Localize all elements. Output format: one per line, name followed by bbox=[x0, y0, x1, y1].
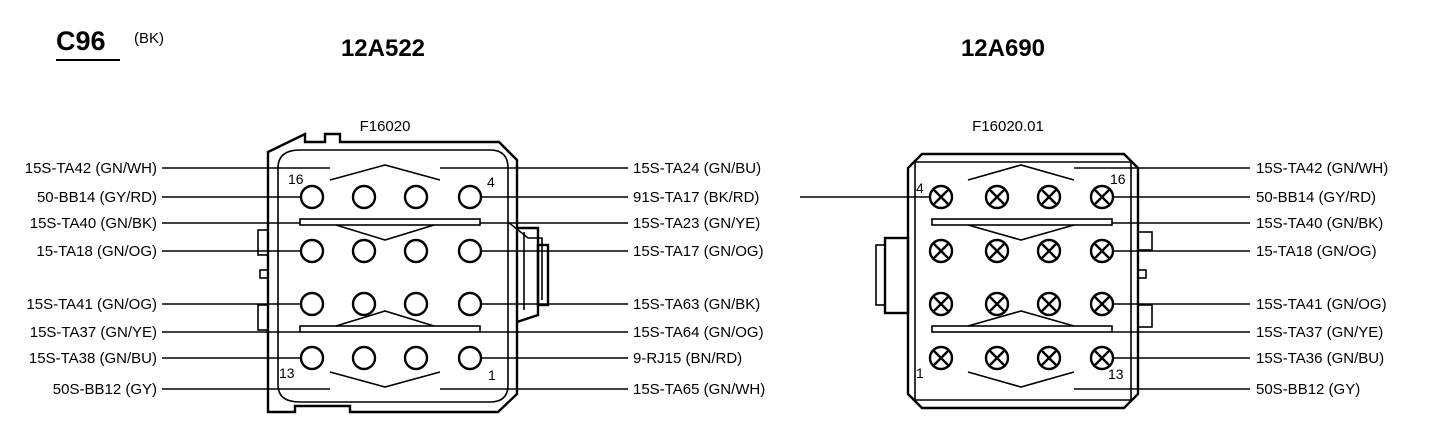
left-pin-cavity bbox=[403, 291, 429, 317]
wire-label: 15S-TA63 (GN/BK) bbox=[633, 296, 760, 313]
left-pin-cavity bbox=[457, 291, 483, 317]
left-pin-cavity bbox=[403, 345, 429, 371]
wire-label: 15S-TA40 (GN/BK) bbox=[30, 215, 157, 232]
right-pin-cavity bbox=[928, 184, 954, 210]
right-pin-cavity bbox=[984, 345, 1010, 371]
wire-label: 15S-TA42 (GN/WH) bbox=[25, 160, 157, 177]
wire-label: 50S-BB12 (GY) bbox=[1256, 381, 1360, 398]
wire-label: 15S-TA37 (GN/YE) bbox=[30, 324, 157, 341]
right-pin-cavity bbox=[1036, 345, 1062, 371]
wire-label: 9-RJ15 (BN/RD) bbox=[633, 350, 742, 367]
right-pin-cavity bbox=[1036, 184, 1062, 210]
left-pin-cavity bbox=[403, 238, 429, 264]
wire-label: 15S-TA38 (GN/BU) bbox=[29, 350, 157, 367]
left-pin-first-number: 16 bbox=[288, 171, 304, 187]
right-pin-cavity bbox=[928, 291, 954, 317]
right-pin-cavities bbox=[928, 184, 1115, 371]
right-pin-cavity bbox=[1036, 238, 1062, 264]
right-pin-cavity bbox=[1089, 184, 1115, 210]
right-pin-cavity bbox=[984, 238, 1010, 264]
left-pin-cavity bbox=[351, 345, 377, 371]
left-pin-cavity bbox=[299, 184, 325, 210]
left-pin-cavity bbox=[299, 238, 325, 264]
left-pin-cavity bbox=[299, 291, 325, 317]
wire-label: 15-TA18 (GN/OG) bbox=[36, 243, 157, 260]
left-pin-cavity bbox=[351, 184, 377, 210]
right-pin-left-bottom-number: 1 bbox=[916, 365, 924, 381]
right-pin-right-top-number: 16 bbox=[1110, 171, 1126, 187]
wire-leaders: 15S-TA42 (GN/WH) 50-BB14 (GY/RD) 15S-TA40 … bbox=[25, 160, 1389, 398]
right-pin-cavity bbox=[1089, 238, 1115, 264]
left-pin-cavity bbox=[299, 345, 325, 371]
wire-label: 15S-TA41 (GN/OG) bbox=[1256, 296, 1387, 313]
connector-color: (BK) bbox=[134, 30, 164, 47]
wire-label: 15S-TA41 (GN/OG) bbox=[26, 296, 157, 313]
wire-label: 15S-TA42 (GN/WH) bbox=[1256, 160, 1388, 177]
left-pin-cavity bbox=[351, 291, 377, 317]
left-pin-cavity bbox=[457, 184, 483, 210]
wire-label: 91S-TA17 (BK/RD) bbox=[633, 189, 759, 206]
right-pin-cavity bbox=[1089, 291, 1115, 317]
left-pin-cavity bbox=[457, 345, 483, 371]
right-connector-code: F16020.01 bbox=[972, 118, 1044, 135]
left-part-number: 12A522 bbox=[341, 35, 425, 62]
left-pin-cavity bbox=[457, 238, 483, 264]
wire-label: 50S-BB12 (GY) bbox=[53, 381, 157, 398]
wire-label: 50-BB14 (GY/RD) bbox=[1256, 189, 1376, 206]
left-pin-cavity bbox=[351, 238, 377, 264]
left-pin-left-bottom-number: 13 bbox=[279, 365, 295, 381]
left-pin-last-number: 1 bbox=[488, 367, 496, 383]
wire-label: 15S-TA17 (GN/OG) bbox=[633, 243, 764, 260]
right-connector-housing bbox=[875, 152, 1153, 410]
right-pin-cavity bbox=[1036, 291, 1062, 317]
right-pin-cavity bbox=[928, 345, 954, 371]
wire-label: 15S-TA23 (GN/YE) bbox=[633, 215, 760, 232]
right-part-number: 12A690 bbox=[961, 35, 1045, 62]
wire-label: 15S-TA40 (GN/BK) bbox=[1256, 215, 1383, 232]
right-pin-cavity bbox=[1089, 345, 1115, 371]
left-connector-code: F16020 bbox=[360, 118, 411, 135]
wire-label: 15S-TA24 (GN/BU) bbox=[633, 160, 761, 177]
left-connector-housing bbox=[257, 132, 550, 414]
left-pin-right-top-number: 4 bbox=[487, 174, 495, 190]
wire-label: 15S-TA37 (GN/YE) bbox=[1256, 324, 1383, 341]
wire-label: 15S-TA65 (GN/WH) bbox=[633, 381, 765, 398]
connector-name: C96 bbox=[56, 26, 106, 56]
right-pin-first-number: 4 bbox=[916, 180, 924, 196]
wire-label: 15-TA18 (GN/OG) bbox=[1256, 243, 1377, 260]
wire-label: 15S-TA64 (GN/OG) bbox=[633, 324, 764, 341]
left-pin-cavities bbox=[299, 184, 483, 371]
right-pin-cavity bbox=[984, 291, 1010, 317]
wire-label: 15S-TA36 (GN/BU) bbox=[1256, 350, 1384, 367]
left-pin-cavity bbox=[403, 184, 429, 210]
right-pin-last-number: 13 bbox=[1108, 366, 1124, 382]
right-pin-cavity bbox=[928, 238, 954, 264]
wire-label: 50-BB14 (GY/RD) bbox=[37, 189, 157, 206]
right-pin-cavity bbox=[984, 184, 1010, 210]
